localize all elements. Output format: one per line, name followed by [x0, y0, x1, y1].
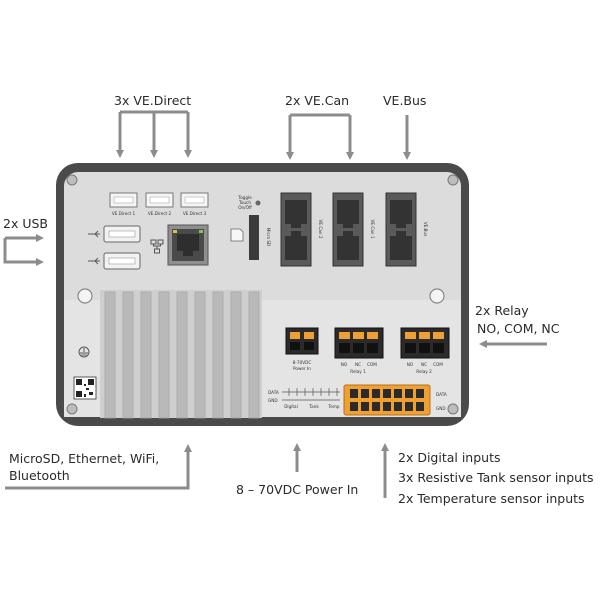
- ve-direct-2-label: VE.Direct 2: [148, 211, 172, 216]
- power-in-label-top: 8-70VDC: [293, 360, 312, 365]
- io-right-gnd-label: GND: [436, 406, 446, 411]
- ground-icon: [78, 346, 90, 358]
- ve-bus-ports: [385, 192, 417, 267]
- toggle-label-top: Toggle: [237, 195, 252, 200]
- ve-can-callout: 2x VE.Can: [285, 93, 350, 108]
- microsd-label: Micro SD: [266, 228, 271, 246]
- ve-direct-ports: [109, 192, 209, 208]
- inputs-callout-line2: 3x Resistive Tank sensor inputs: [398, 470, 594, 485]
- ve-bus-callout: VE.Bus: [383, 93, 427, 108]
- inputs-callout-line3: 2x Temperature sensor inputs: [398, 491, 585, 506]
- ve-direct-1-label: VE.Direct 1: [112, 211, 136, 216]
- ve-can-2-label: VE.Can 2: [318, 220, 323, 239]
- io-tank-label: Tank: [308, 404, 319, 409]
- toggle-label-mid: Touch: [238, 200, 251, 205]
- usb-callout: 2x USB: [3, 216, 48, 231]
- relay-2-label: Relay 2: [416, 369, 432, 374]
- ve-direct-3-label: VE.Direct 3: [183, 211, 207, 216]
- relay-1-pin-nc: NC: [355, 362, 361, 367]
- io-header-lines: [282, 388, 340, 401]
- relay-1-pin-com: COM: [367, 362, 377, 367]
- ve-direct-callout: 3x VE.Direct: [114, 93, 192, 108]
- usb-ports: [103, 225, 141, 270]
- ve-bus-port-label: VE.Bus: [423, 222, 428, 237]
- inputs-callout-line1: 2x Digital inputs: [398, 450, 501, 465]
- ve-can-1-ports: [332, 192, 364, 267]
- connectivity-callout-line2: Bluetooth: [9, 468, 70, 483]
- ve-can-2-ports: [280, 192, 312, 267]
- io-digital-label: Digital: [284, 404, 298, 409]
- connectivity-callout-line1: MicroSD, Ethernet, WiFi,: [9, 451, 160, 466]
- heatsink: [100, 290, 262, 419]
- qr-code: [73, 376, 97, 400]
- power-in-connector: [285, 327, 319, 355]
- microsd-icon: [230, 228, 244, 242]
- power-in-callout: 8 – 70VDC Power In: [236, 482, 359, 497]
- ethernet-icon: [150, 239, 164, 254]
- toggle-button: [255, 200, 261, 206]
- ve-can-1-label: VE.Can 1: [370, 220, 375, 239]
- relay-1-connector: [334, 327, 384, 359]
- relay-2-pin-com: COM: [433, 362, 443, 367]
- io-left-gnd-label: GND: [268, 398, 278, 403]
- io-temp-label: Temp: [327, 404, 340, 409]
- relay-2-pin-nc: NC: [421, 362, 427, 367]
- callout-arrows: [3, 110, 547, 498]
- io-connector: [343, 384, 431, 416]
- relay-callout-line1: 2x Relay: [475, 303, 529, 318]
- usb-icon: [88, 230, 100, 265]
- mount-holes: [77, 288, 445, 304]
- power-in-label-bot: Power In: [293, 366, 311, 371]
- relay-2-connector: [400, 327, 450, 359]
- ethernet-port: [167, 224, 209, 266]
- screws: [66, 174, 459, 415]
- toggle-label-bot: On/Off: [238, 205, 252, 210]
- microsd-slot: [249, 215, 259, 260]
- io-left-data-label: DATA: [268, 390, 279, 395]
- relay-1-pin-no: NO: [341, 362, 348, 367]
- relay-2-pin-no: NO: [407, 362, 414, 367]
- relay-callout-line2: NO, COM, NC: [477, 321, 560, 336]
- relay-1-label: Relay 1: [350, 369, 366, 374]
- io-right-data-label: DATA: [436, 392, 447, 397]
